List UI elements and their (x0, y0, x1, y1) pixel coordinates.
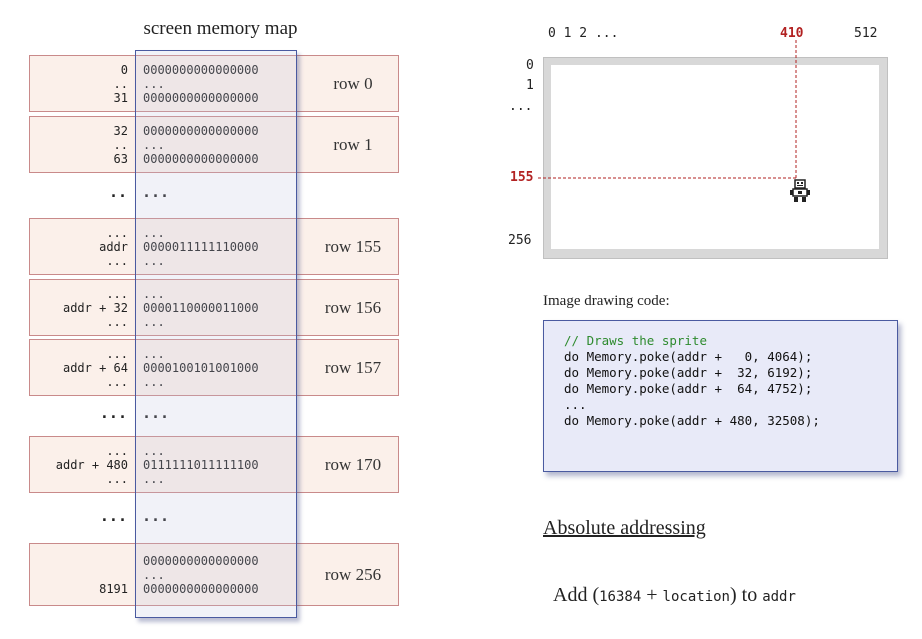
row-bits-value: ... (143, 471, 165, 486)
row-address-label: ... (106, 471, 128, 486)
row-address-label: addr + 32 (62, 300, 128, 315)
row-bits-value: 0000110000011000 (143, 300, 259, 315)
screen-x-label-512: 512 (854, 26, 878, 41)
robot-sprite-icon (790, 179, 810, 202)
row-bits-value: ... (143, 286, 165, 301)
memory-row: ...addr......0000011111110000...row 155 (29, 218, 399, 275)
row-address-label: addr (99, 239, 128, 254)
screen-y-label-1: 1 (526, 78, 534, 93)
row-address-label: .. (113, 76, 128, 91)
row-bits-value: ... (143, 253, 165, 268)
memory-row: 0..31 0000000000000000...0000000000000000… (29, 55, 399, 112)
memory-map-title: screen memory map (143, 18, 298, 39)
row-address-label: 8191 (99, 581, 128, 596)
row-bits-value: ... (143, 137, 165, 152)
row-label: row 256 (324, 564, 382, 584)
row-address-label: addr + 64 (62, 360, 128, 375)
screen-x-label-start: 0 1 2 ... (548, 26, 619, 41)
row-address-label: ... (106, 225, 128, 240)
row-label: row 170 (324, 454, 382, 474)
code-line-ellipsis: ... (564, 397, 587, 412)
row-bits-value: 0000000000000000 (143, 123, 259, 138)
screen-area (551, 65, 879, 249)
row-address-label: 0 (120, 62, 128, 77)
row-bits-value: 0000000000000000 (143, 151, 259, 166)
row-bits-value: ... (143, 374, 165, 389)
row-label: row 1 (333, 134, 373, 154)
screen-y-label-0: 0 (526, 58, 534, 73)
row-bits-value: ... (143, 443, 165, 458)
memory-row: ...... (29, 500, 399, 535)
row-address-label: 32 (113, 123, 128, 138)
formula-prefix: Add ( (553, 584, 600, 606)
row-bits-value: ... (143, 314, 165, 329)
row-label: row 0 (333, 73, 373, 93)
formula-middle: ) to (729, 584, 763, 606)
row-address-label: 31 (113, 90, 128, 105)
row-address-label: .. (108, 182, 127, 201)
formula-base-address: 16384 (599, 589, 642, 605)
row-bits-value: 0000000000000000 (143, 581, 259, 596)
row-address-label: ... (106, 346, 128, 361)
row-label: row 157 (324, 357, 382, 377)
row-address-label: ... (106, 314, 128, 329)
row-bits-value: 0000000000000000 (143, 62, 259, 77)
memory-row: ...addr + 480......0111111011111100...ro… (29, 436, 399, 493)
memory-row: 8191 0000000000000000...0000000000000000 r… (29, 543, 399, 606)
memory-row: ...addr + 64......0000100101001000...row… (29, 339, 399, 396)
code-line-2: do Memory.poke(addr + 32, 6192); (564, 365, 813, 380)
memory-row: ...addr + 32......0000110000011000...row… (29, 279, 399, 336)
code-line-4: do Memory.poke(addr + 480, 32508); (564, 413, 820, 428)
row-bits-value: ... (142, 404, 170, 422)
row-bits-value: ... (143, 567, 165, 582)
row-address-label: 63 (113, 151, 128, 166)
memory-row: ...... (29, 400, 399, 430)
row-bits-value: ... (143, 76, 165, 91)
row-address-label: addr + 480 (55, 457, 128, 472)
formula-target: addr (762, 589, 796, 605)
screen-y-label-ellipsis: ... (509, 99, 533, 114)
row-label: row 155 (324, 236, 382, 256)
row-address-label: ... (106, 374, 128, 389)
row-label: row 156 (324, 297, 382, 317)
row-address-label: ... (99, 506, 127, 525)
absolute-addressing-formula: Add (16384 + location) to addr (543, 561, 796, 607)
row-bits-value: 0000000000000000 (143, 553, 259, 568)
code-line-3: do Memory.poke(addr + 64, 4752); (564, 381, 813, 396)
formula-location: location (662, 589, 730, 605)
row-bits-value: 0000100101001000 (143, 360, 259, 375)
screen-y-label-155: 155 (510, 170, 534, 185)
row-address-label: ... (106, 443, 128, 458)
row-bits-value: ... (142, 182, 170, 201)
row-bits-value: 0111111011111100 (143, 457, 259, 472)
row-address-label: ... (106, 253, 128, 268)
row-bits-value: 0000000000000000 (143, 90, 259, 105)
row-address-label: ... (106, 286, 128, 301)
screen-y-label-256: 256 (508, 233, 532, 248)
code-line-1: do Memory.poke(addr + 0, 4064); (564, 349, 813, 364)
absolute-addressing-heading: Absolute addressing (543, 517, 706, 539)
code-comment: // Draws the sprite (564, 333, 707, 348)
formula-plus: + (641, 584, 663, 606)
row-address-label: ... (99, 404, 127, 422)
code-caption: Image drawing code: (543, 293, 670, 309)
row-bits-value: 0000011111110000 (143, 239, 259, 254)
code-box: // Draws the sprite do Memory.poke(addr … (543, 320, 898, 472)
row-bits-value: ... (143, 225, 165, 240)
row-address-label: .. (113, 137, 128, 152)
memory-row: 32..63 0000000000000000...000000000000000… (29, 116, 399, 173)
memory-row: ..... (29, 177, 399, 210)
row-bits-value: ... (142, 506, 170, 525)
row-bits-value: ... (143, 346, 165, 361)
screen-x-label-410: 410 (780, 26, 804, 41)
